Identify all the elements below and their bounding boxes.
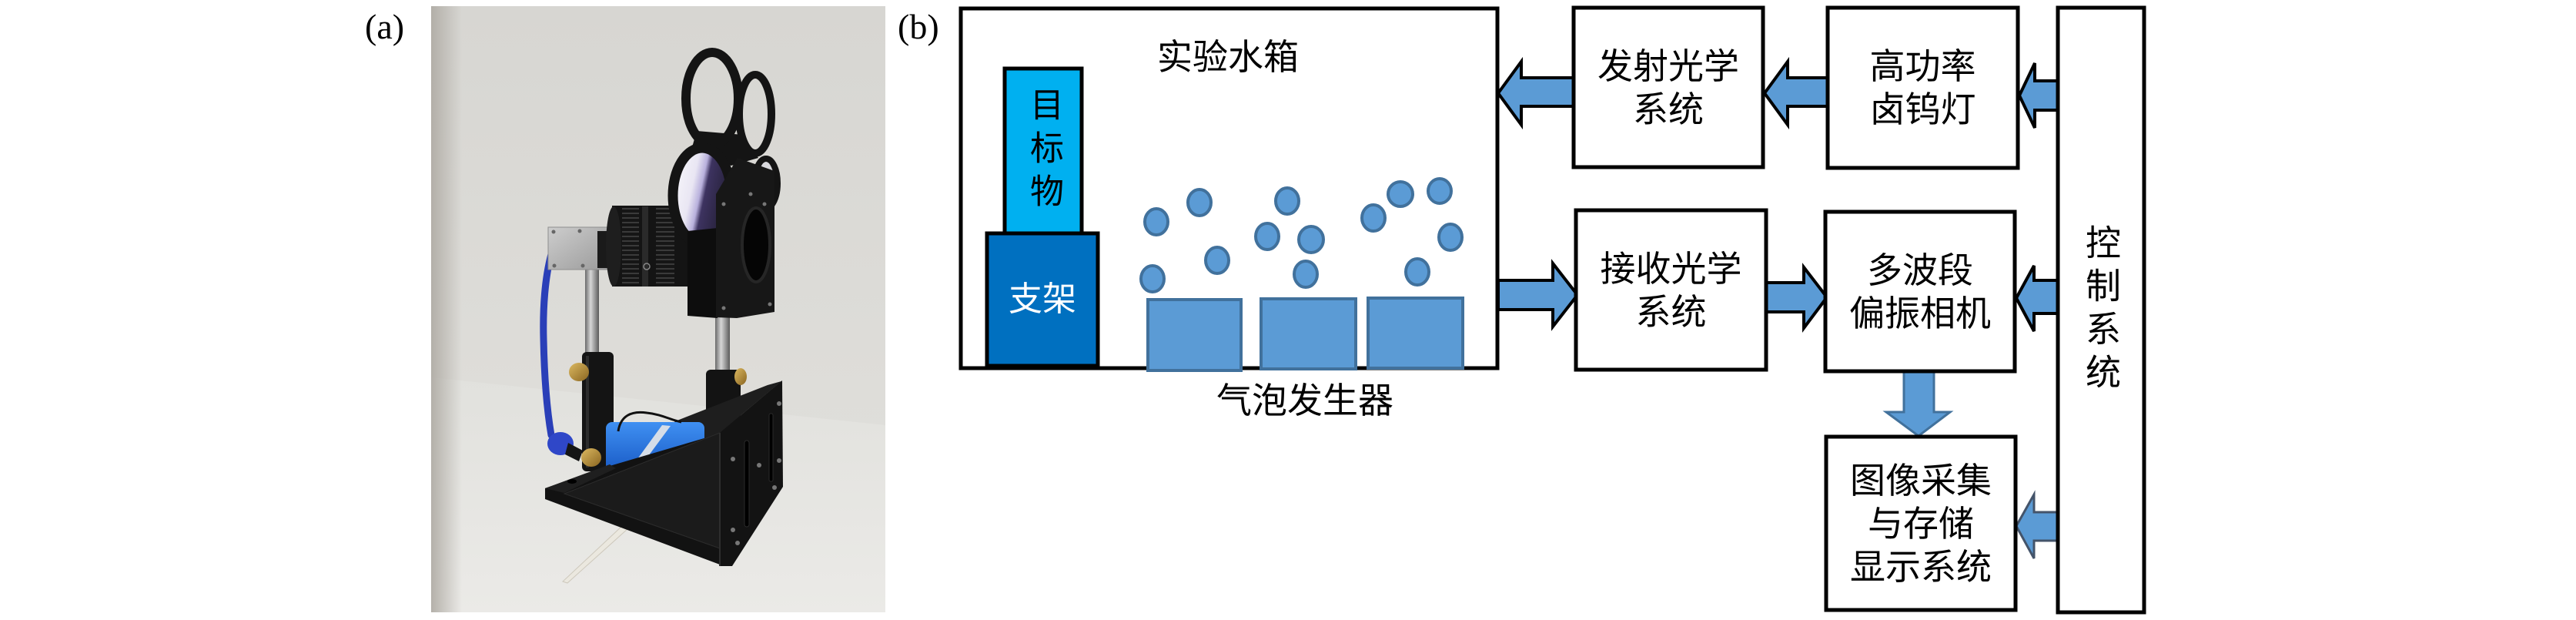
control-system-box	[2056, 5, 2146, 615]
target-box	[1002, 66, 1084, 237]
battery-strap	[635, 425, 671, 464]
screw	[551, 230, 556, 234]
lens-mark	[643, 263, 651, 270]
bubble	[1274, 186, 1300, 216]
emit-optics-label: 发射光学 系统	[1597, 45, 1739, 130]
bracket-slot	[768, 413, 774, 482]
bubble	[1437, 223, 1464, 252]
bubble	[1404, 257, 1430, 287]
lens-aperture-ring	[656, 206, 674, 287]
receive-optics-box	[1574, 208, 1768, 372]
arrow-tank-to-receive	[1497, 259, 1580, 331]
brass-knob	[734, 368, 747, 385]
panel-label-a: (a)	[365, 7, 405, 46]
cable-connector	[565, 443, 583, 461]
bubble	[1186, 188, 1213, 217]
bubble	[1360, 203, 1387, 233]
bubbles	[1139, 177, 1464, 293]
photo-shadow	[431, 6, 462, 612]
screw	[577, 229, 582, 233]
camera-lens-rear	[606, 206, 621, 287]
blue-cable	[540, 250, 555, 439]
post-holder-left	[582, 352, 614, 471]
bubble	[1427, 177, 1453, 205]
bubble	[1297, 225, 1325, 254]
arrow-receive-to-camera	[1763, 263, 1829, 333]
tank-title: 实验水箱	[1157, 36, 1299, 78]
arrow-control-to-camera	[2014, 265, 2061, 332]
screw	[777, 458, 781, 463]
bubble	[1254, 222, 1280, 251]
bubble	[1139, 264, 1166, 293]
screw	[552, 263, 557, 268]
post-rod-right	[715, 312, 730, 374]
support-box	[985, 231, 1100, 368]
camera-box	[1823, 209, 2017, 374]
camera-label: 多波段 偏振相机	[1849, 249, 1991, 334]
bubble	[1204, 246, 1230, 275]
lamp-box	[1825, 5, 2020, 170]
filter-mount-aperture	[741, 206, 771, 283]
bubble	[1293, 260, 1319, 289]
panel-label-b: (b)	[898, 7, 939, 46]
screw	[772, 485, 777, 490]
support-label: 支架	[1009, 280, 1076, 319]
arrow-emit-to-tank	[1496, 56, 1577, 130]
target-label: 目标物	[1024, 87, 1063, 216]
screw	[748, 192, 753, 196]
screw	[735, 541, 740, 545]
bubble-generator	[1367, 297, 1464, 370]
image-system-label: 图像采集 与存储 显示系统	[1850, 459, 1992, 588]
arrow-control-to-lamp	[2017, 62, 2061, 129]
screw	[731, 457, 735, 461]
brass-knob	[581, 448, 601, 467]
post-holder-left-sheen	[586, 356, 589, 468]
brass-knob	[569, 363, 589, 381]
filter-wheel-ring	[735, 71, 775, 157]
arrow-lamp-to-emit	[1762, 56, 1831, 130]
screw	[768, 302, 772, 307]
bracket-base-top	[545, 464, 616, 493]
lamp-label: 高功率 卤钨灯	[1869, 45, 1976, 130]
bubble	[1387, 180, 1414, 208]
post-rod-left	[585, 262, 599, 358]
bubble	[1143, 207, 1169, 236]
setup-photo	[431, 6, 885, 612]
image-system-box	[1824, 434, 2018, 612]
arrow-control-to-image-system	[2015, 490, 2061, 559]
bubble-generator-label: 气泡发生器	[1216, 380, 1393, 421]
screw	[721, 202, 726, 206]
screw	[777, 401, 781, 406]
arrow-camera-to-image-system	[1882, 368, 1954, 437]
filter-mount-side	[687, 228, 718, 318]
bracket-hole	[567, 479, 577, 484]
emit-optics-box	[1571, 5, 1765, 169]
bracket-vertical-plate	[720, 380, 783, 566]
screw	[731, 528, 735, 532]
receive-optics-label: 接收光学 系统	[1600, 247, 1742, 333]
control-system-label: 控制系统	[2080, 223, 2122, 397]
screw	[762, 202, 767, 206]
screw	[580, 263, 585, 268]
bubble-generator	[1146, 298, 1243, 372]
bubble-generator	[1260, 297, 1357, 370]
screw	[721, 306, 726, 310]
screw	[757, 463, 761, 468]
battery-cable	[617, 411, 682, 432]
bracket-slot	[744, 440, 750, 528]
lens-focus-ring	[622, 208, 639, 285]
lens-sheen	[642, 206, 648, 287]
